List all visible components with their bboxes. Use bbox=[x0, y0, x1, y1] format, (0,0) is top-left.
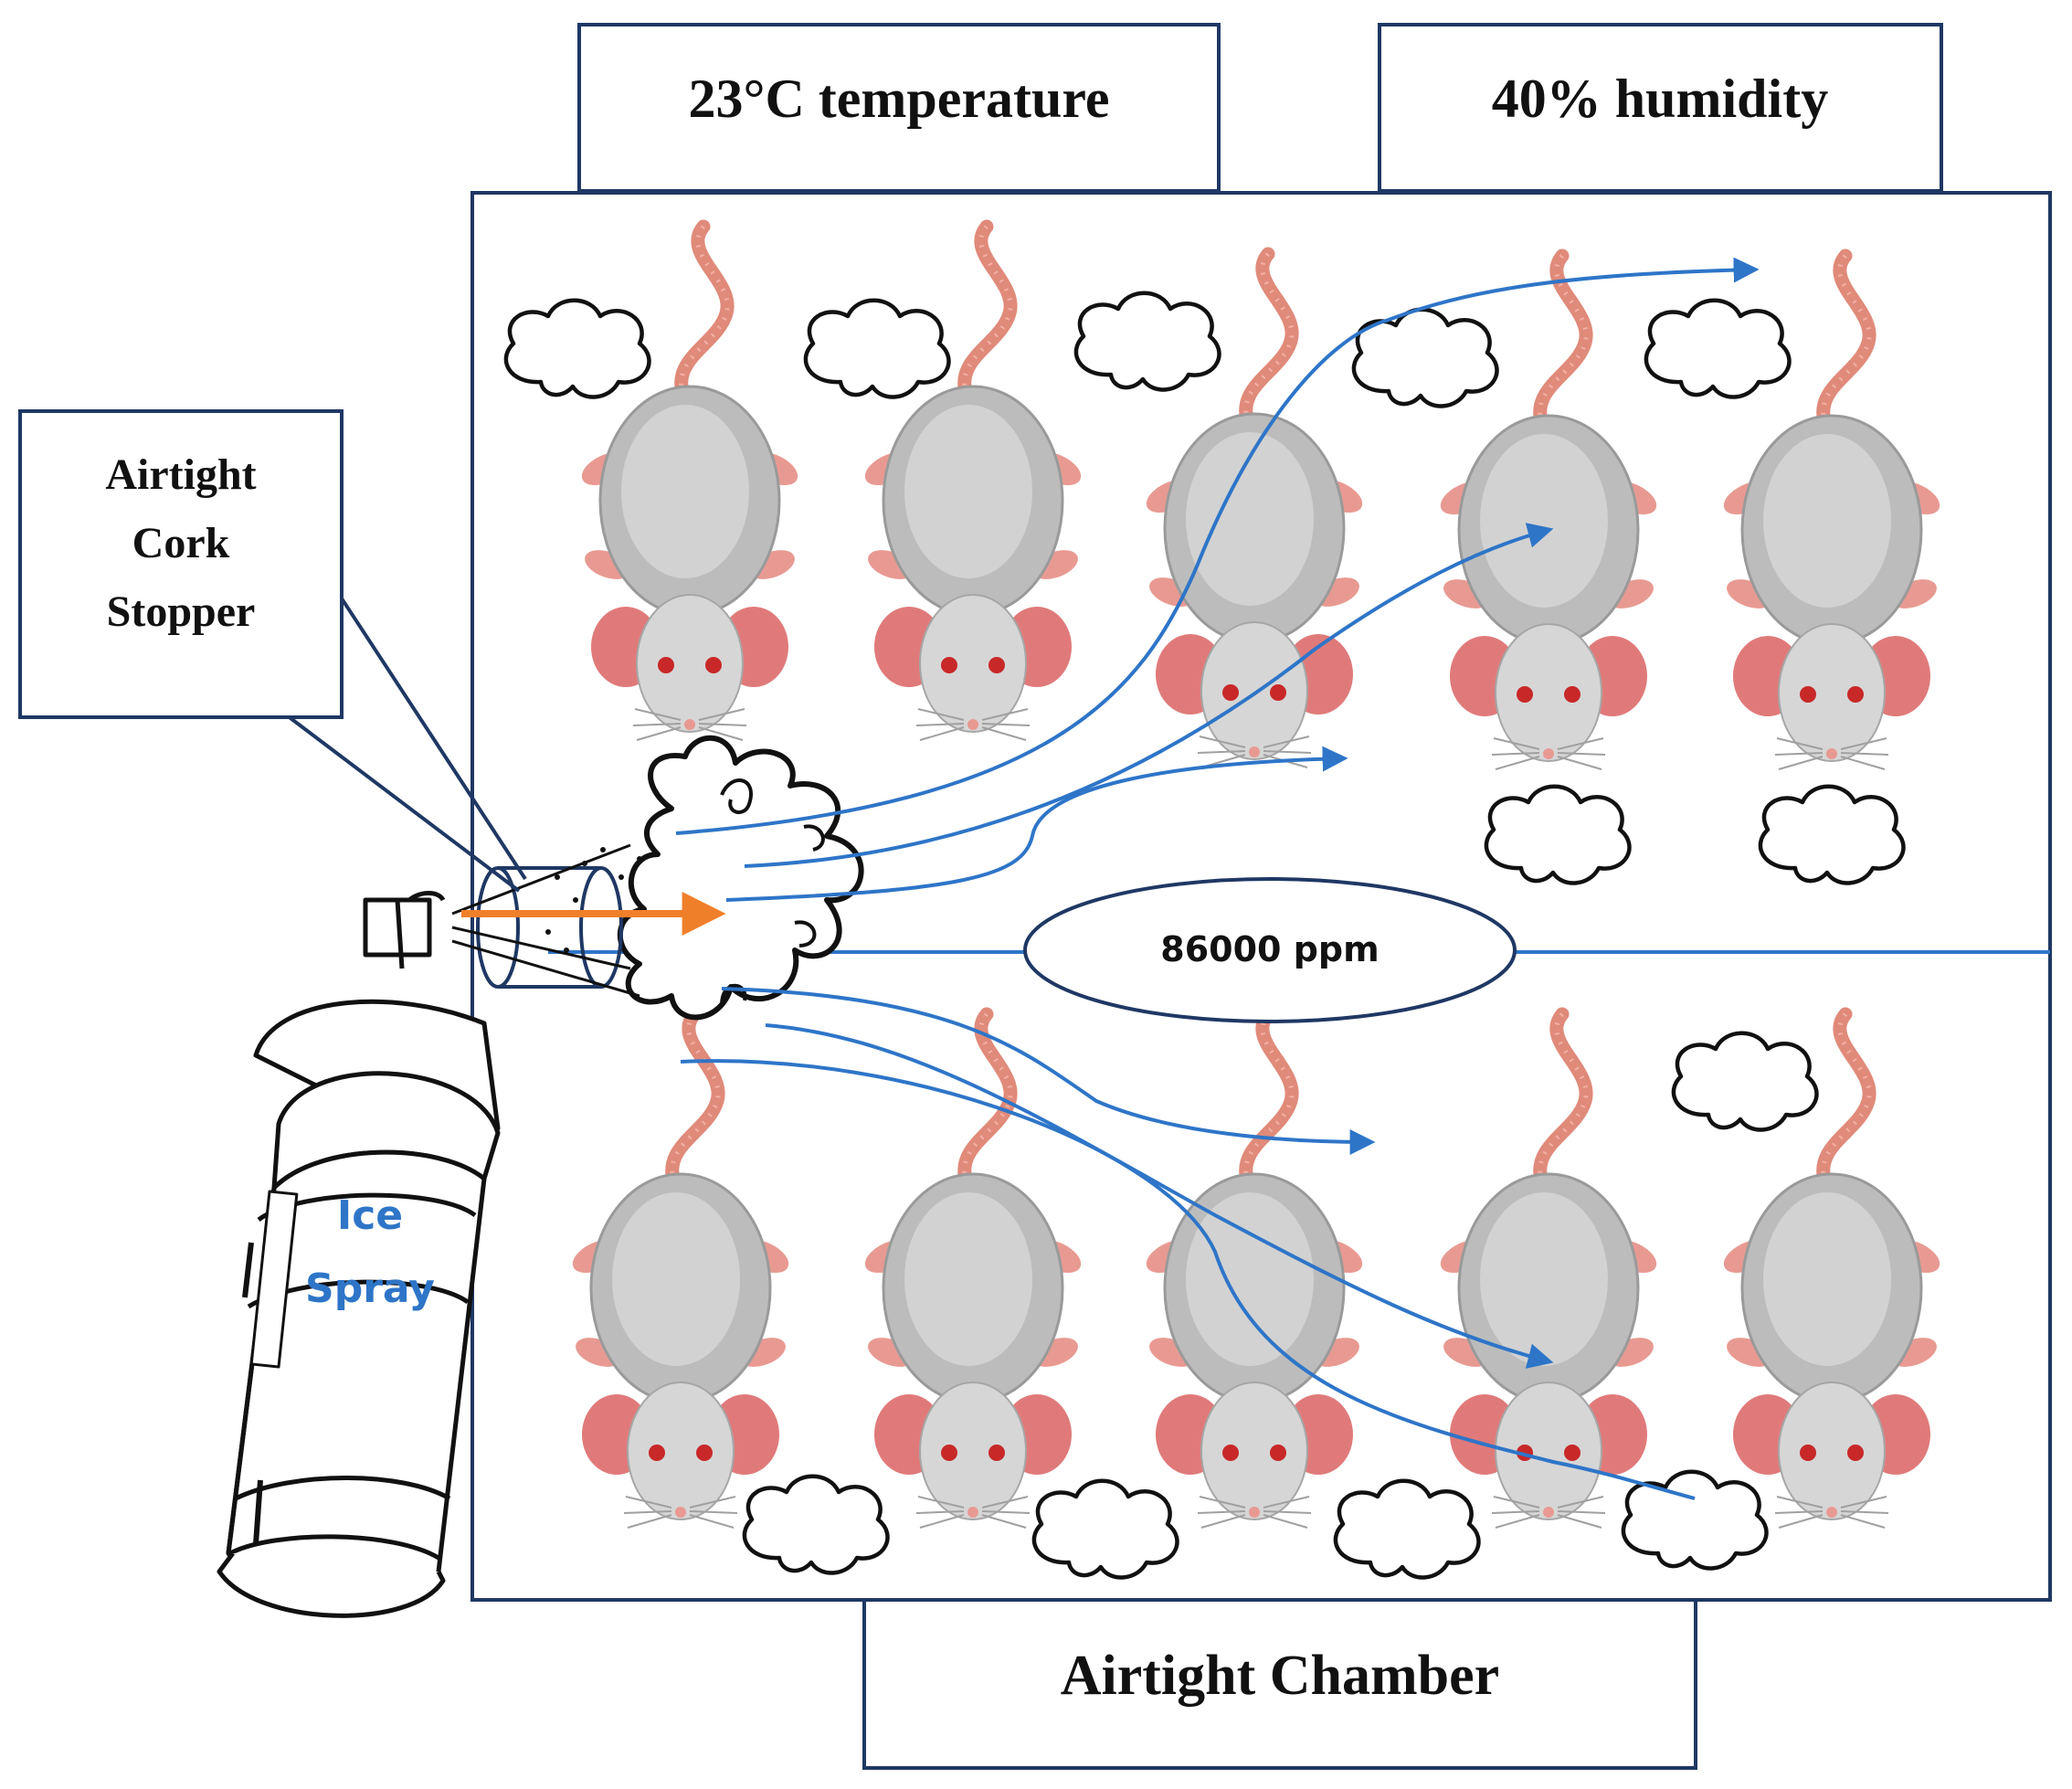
cloud-icon bbox=[506, 301, 650, 397]
cork-stopper-icon bbox=[451, 843, 640, 998]
cloud-icon bbox=[745, 1477, 888, 1573]
spray-label-line2: Spray bbox=[305, 1265, 435, 1312]
temperature-label-box bbox=[577, 23, 1221, 193]
stopper-callout-pointer bbox=[281, 594, 527, 893]
temperature-label: 23°C temperature bbox=[688, 69, 1109, 129]
cloud-icon bbox=[1760, 787, 1904, 884]
cloud-icon bbox=[1336, 1481, 1479, 1578]
cloud-icon bbox=[1034, 1481, 1178, 1578]
spray-can-icon bbox=[217, 891, 501, 1618]
chamber-label-box bbox=[862, 1598, 1697, 1770]
spray-label-line1: Ice bbox=[337, 1192, 403, 1239]
humidity-label: 40% humidity bbox=[1492, 69, 1828, 129]
cloud-icon bbox=[806, 301, 949, 397]
chamber-label: Airtight Chamber bbox=[1061, 1645, 1499, 1707]
stopper-label-line1: Airtight bbox=[105, 450, 256, 499]
cloud-icon bbox=[1486, 787, 1630, 884]
stopper-label-line2: Cork bbox=[132, 519, 230, 567]
cloud-icon bbox=[1646, 301, 1790, 397]
humidity-label-box bbox=[1378, 23, 1943, 193]
concentration-label: 86000 ppm bbox=[1160, 929, 1379, 969]
stopper-label-line3: Stopper bbox=[107, 588, 256, 636]
gas-flow-arrows bbox=[675, 257, 1760, 1500]
cloud-icon bbox=[1076, 293, 1220, 390]
stopper-label-box bbox=[18, 409, 344, 719]
spray-particles bbox=[545, 847, 642, 953]
concentration-ellipse bbox=[1023, 877, 1517, 1023]
cloud-icon bbox=[1674, 1033, 1817, 1130]
